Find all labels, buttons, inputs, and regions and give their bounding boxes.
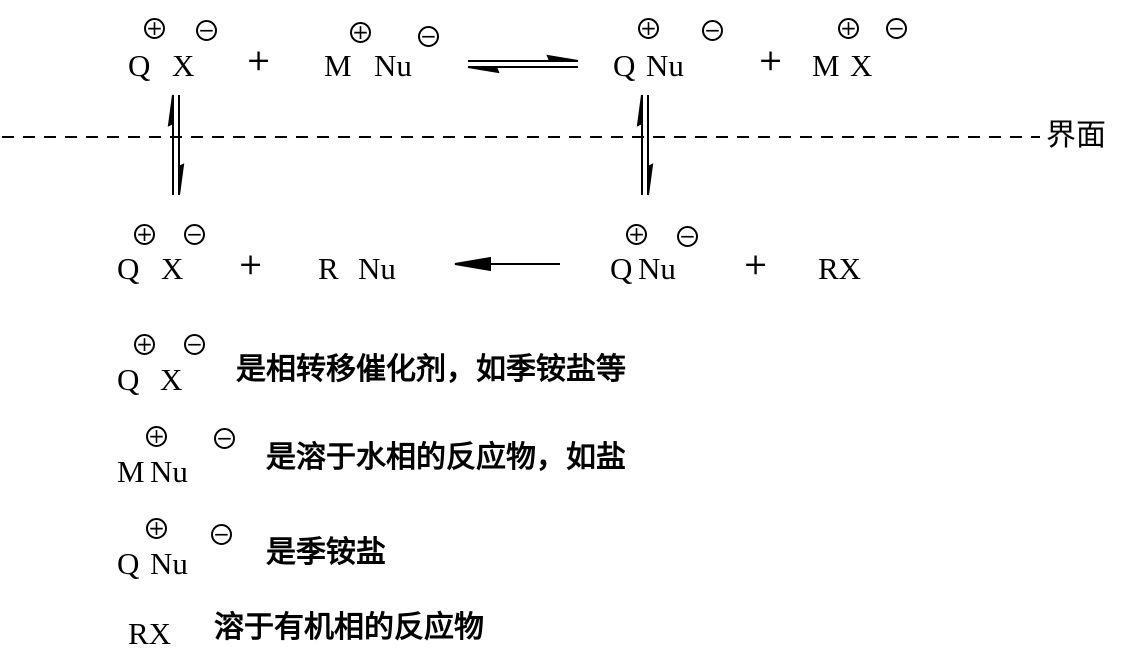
cation-m: M: [117, 454, 145, 489]
cation-m: M: [812, 48, 840, 83]
plus-charge-icon: +: [626, 224, 647, 245]
plus-charge-icon: +: [146, 426, 167, 447]
plus-charge-icon: +: [838, 18, 859, 39]
minus-charge-icon: −: [886, 18, 907, 39]
cation-q: Q: [128, 48, 151, 83]
anion-nu: Nu: [150, 454, 188, 489]
minus-charge-icon: −: [184, 334, 205, 355]
cation-q: Q: [117, 546, 140, 581]
equilibrium-arrow-vertical-right: [636, 94, 654, 196]
plus-sign: +: [743, 247, 769, 282]
anion-x: X: [172, 48, 195, 83]
legend-text: 是相转移催化剂，如季铵盐等: [236, 352, 626, 387]
minus-charge-icon: −: [677, 226, 698, 247]
cation-q: Q: [117, 251, 140, 286]
plus-sign: +: [758, 43, 784, 78]
legend-text: 是季铵盐: [266, 535, 386, 570]
minus-charge-icon: −: [196, 20, 217, 41]
minus-charge-icon: −: [184, 224, 205, 245]
plus-charge-icon: +: [144, 18, 165, 39]
anion-nu: Nu: [150, 546, 188, 581]
anion-x: X: [160, 362, 183, 397]
minus-charge-icon: −: [211, 524, 232, 545]
cation-q: Q: [610, 251, 633, 286]
product-nu: Nu: [358, 251, 396, 286]
legend-text: 溶于有机相的反应物: [214, 610, 484, 645]
anion-nu: Nu: [638, 251, 676, 286]
cation-q: Q: [117, 362, 140, 397]
anion-x: X: [850, 48, 873, 83]
legend-text: 是溶于水相的反应物，如盐: [266, 440, 626, 475]
anion-nu: Nu: [646, 48, 684, 83]
anion-x: X: [161, 251, 184, 286]
substrate-rx: RX: [128, 616, 172, 651]
equilibrium-arrow-horizontal: [467, 54, 579, 74]
cation-q: Q: [613, 48, 636, 83]
product-r: R: [318, 251, 339, 286]
plus-charge-icon: +: [638, 18, 659, 39]
plus-sign: +: [246, 43, 272, 78]
plus-charge-icon: +: [134, 334, 155, 355]
cation-m: M: [324, 48, 352, 83]
minus-charge-icon: −: [214, 428, 235, 449]
plus-charge-icon: +: [350, 22, 371, 43]
plus-charge-icon: +: [134, 224, 155, 245]
substrate-rx: RX: [818, 251, 862, 286]
minus-charge-icon: −: [702, 20, 723, 41]
anion-nu: Nu: [374, 48, 412, 83]
equilibrium-arrow-vertical-left: [167, 94, 185, 196]
interface-label: 界面: [1046, 118, 1106, 153]
reaction-arrow-left: [454, 256, 560, 272]
plus-sign: +: [238, 247, 264, 282]
minus-charge-icon: −: [418, 26, 439, 47]
plus-charge-icon: +: [146, 518, 167, 539]
